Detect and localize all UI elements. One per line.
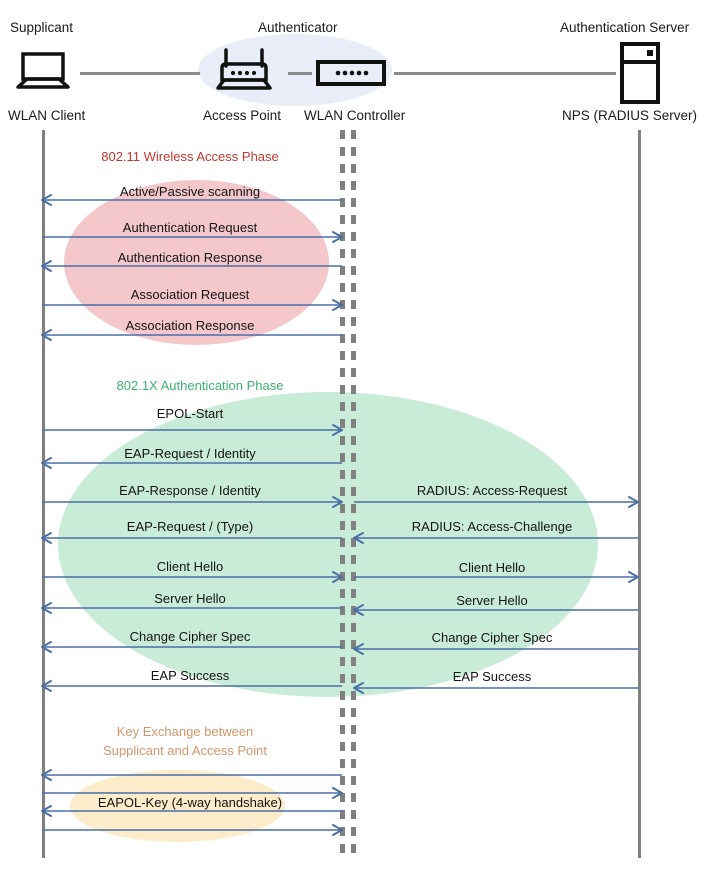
message-label-right-eap-success-5: EAP Success <box>452 669 532 684</box>
message-label-left-epol-start-5: EPOL-Start <box>156 406 224 421</box>
arrow-left-server-hello-10 <box>41 602 342 614</box>
arrow-right-eap-success-5 <box>353 682 638 694</box>
message-label-left-authentication-response-2: Authentication Response <box>117 250 263 265</box>
message-label-left-client-hello-9: Client Hello <box>156 559 224 574</box>
lifeline-authenticator-b <box>351 130 356 858</box>
arrow-right-radius-access-request-0 <box>354 496 639 508</box>
actor-name-nps-radius-server: NPS (RADIUS Server) <box>562 108 698 123</box>
phase-caption-wireless: 802.11 Wireless Access Phase <box>101 149 279 164</box>
access-point-icon <box>214 48 274 97</box>
phase-caption-key-exchange-line1: Key Exchange between <box>116 724 254 739</box>
arrow-left-eapol-key-4-way-handshake-15 <box>41 805 342 817</box>
message-label-right-server-hello-3: Server Hello <box>456 593 528 608</box>
arrow-right-change-cipher-spec-4 <box>353 643 638 655</box>
message-label-left-authentication-request-1: Authentication Request <box>122 220 258 235</box>
arrow-left-message-13 <box>41 769 342 781</box>
actor-name-wlan-client: WLAN Client <box>8 108 86 123</box>
message-label-left-eap-request-type-8: EAP-Request / (Type) <box>126 519 254 534</box>
dot1x-phase-ellipse <box>58 392 598 697</box>
arrow-left-eap-response-identity-7 <box>42 496 343 508</box>
arrow-left-authentication-response-2 <box>41 260 342 272</box>
phase-caption-dot1x: 802.1X Authentication Phase <box>116 378 284 393</box>
link-controller-to-server <box>394 72 616 75</box>
message-label-right-radius-access-challenge-1: RADIUS: Access-Challenge <box>411 519 573 534</box>
arrow-left-active-passive-scanning-0 <box>41 194 342 206</box>
message-label-left-association-response-4: Association Response <box>125 318 255 333</box>
phase-caption-key-exchange-line2: Supplicant and Access Point <box>102 743 268 758</box>
link-client-to-ap <box>80 72 200 75</box>
arrow-left-eap-request-identity-6 <box>41 457 342 469</box>
actor-name-access-point: Access Point <box>203 108 282 123</box>
actor-role-supplicant: Supplicant <box>10 20 74 35</box>
lifeline-supplicant <box>42 130 45 858</box>
message-label-left-eap-success-12: EAP Success <box>150 668 230 683</box>
message-label-left-active-passive-scanning-0: Active/Passive scanning <box>119 184 261 199</box>
actor-name-wlan-controller: WLAN Controller <box>304 108 406 123</box>
arrow-right-server-hello-3 <box>353 604 638 616</box>
wireless-phase-ellipse <box>64 180 329 345</box>
arrow-left-association-response-4 <box>41 329 342 341</box>
message-label-right-change-cipher-spec-4: Change Cipher Spec <box>431 630 553 645</box>
arrow-left-change-cipher-spec-11 <box>41 641 342 653</box>
message-label-left-eap-response-identity-7: EAP-Response / Identity <box>119 483 261 498</box>
lifeline-authenticator-a <box>340 130 345 858</box>
link-ap-to-controller <box>288 72 312 75</box>
wlan-controller-icon <box>316 60 386 91</box>
arrow-left-client-hello-9 <box>42 571 343 583</box>
message-label-left-eapol-key-4-way-handshake-15: EAPOL-Key (4-way handshake) <box>97 795 283 810</box>
message-label-left-server-hello-10: Server Hello <box>154 591 226 606</box>
lifeline-authentication-server <box>638 130 641 858</box>
arrow-right-client-hello-2 <box>354 571 639 583</box>
arrow-left-epol-start-5 <box>42 424 343 436</box>
arrow-left-eap-success-12 <box>41 680 342 692</box>
actor-role-authentication-server: Authentication Server <box>560 20 690 35</box>
arrow-left-message-16 <box>42 824 343 836</box>
server-icon <box>620 42 660 109</box>
message-label-left-eap-request-identity-6: EAP-Request / Identity <box>124 446 256 461</box>
arrow-left-association-request-3 <box>42 299 343 311</box>
authenticator-group-blob <box>198 34 392 106</box>
message-label-right-client-hello-2: Client Hello <box>458 560 526 575</box>
laptop-icon <box>14 52 72 95</box>
message-label-left-association-request-3: Association Request <box>130 287 250 302</box>
arrow-left-eap-request-type-8 <box>41 532 342 544</box>
actor-role-authenticator: Authenticator <box>258 20 338 35</box>
arrow-left-message-14 <box>42 787 343 799</box>
message-label-right-radius-access-request-0: RADIUS: Access-Request <box>416 483 568 498</box>
message-label-left-change-cipher-spec-11: Change Cipher Spec <box>129 629 251 644</box>
arrow-left-authentication-request-1 <box>42 231 343 243</box>
arrow-right-radius-access-challenge-1 <box>353 532 638 544</box>
